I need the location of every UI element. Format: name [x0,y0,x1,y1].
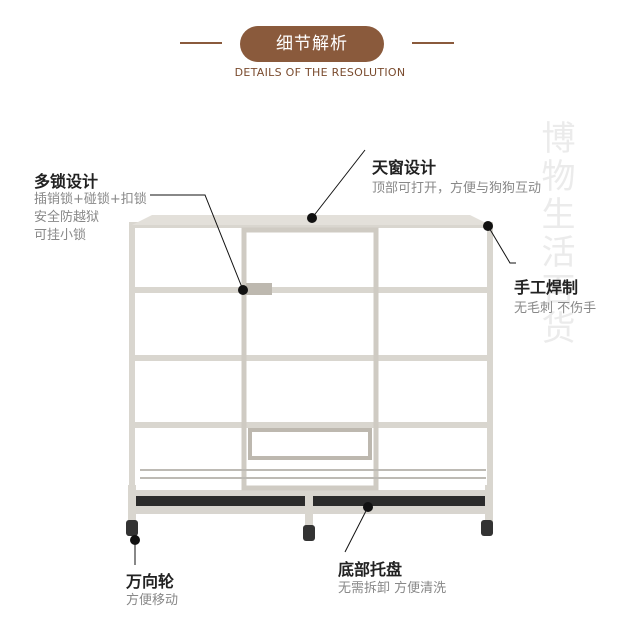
callout-skylight-desc: 顶部可打开，方便与狗狗互动 [372,180,541,198]
marker-tray [363,502,373,512]
floor-grid [140,469,486,479]
callout-multi-lock-title: 多锁设计 [34,172,99,191]
callout-wheel-desc: 方便移动 [126,592,178,610]
section-title-badge: 细节解析 [240,26,384,62]
caster-wheel [126,520,493,541]
marker-wheel [130,535,140,545]
callout-line: 无毛刺 不伤手 [514,301,597,316]
section-subtitle: DETAILS OF THE RESOLUTION [234,66,406,79]
door-latch [246,283,272,295]
marker-skylight [307,213,317,223]
callout-wheel-title: 万向轮 [126,572,175,591]
callout-line: 顶部可打开，方便与狗狗互动 [372,181,542,196]
callout-tray-title: 底部托盘 [338,560,403,579]
callout-line: 安全防越狱 [34,210,100,225]
callout-line: 可挂小锁 [34,228,87,243]
callout-line: 插销锁+碰锁+扣锁 [34,192,147,207]
section-header: 细节解析 DETAILS OF THE RESOLUTION [0,0,640,90]
callout-tray-desc: 无需拆卸 方便清洗 [338,580,446,598]
cage-door [241,227,379,491]
callout-welding-desc: 无毛刺 不伤手 [514,300,596,318]
marker-multi-lock [238,285,248,295]
marker-welding [483,221,493,231]
header-divider-left [180,42,222,44]
callout-multi-lock-desc: 插销锁+碰锁+扣锁 安全防越狱 可挂小锁 [34,191,147,245]
watermark-text: 博物生活百货 [535,120,575,348]
pointer-skylight [311,149,366,219]
pointer-tray [344,506,369,553]
cage-frame [129,222,493,496]
pointer-welding [487,225,516,264]
callout-line: 方便移动 [126,593,179,608]
callout-line: 无需拆卸 方便清洗 [338,581,447,596]
callout-welding-title: 手工焊制 [514,278,579,297]
callout-skylight-title: 天窗设计 [372,158,437,177]
pointer-multi-lock [150,194,244,291]
header-divider-right [412,42,454,44]
